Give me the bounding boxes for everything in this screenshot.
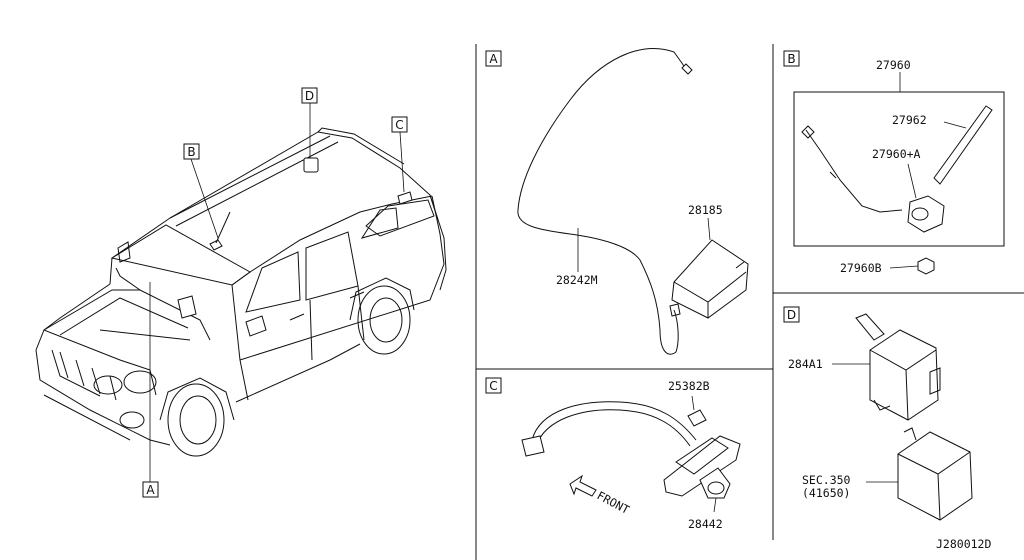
svg-text:C: C (489, 379, 497, 393)
label-28442: 28442 (688, 517, 723, 531)
label-284A1: 284A1 (788, 357, 823, 371)
diagram-code: J280012D (936, 537, 991, 551)
svg-text:B: B (787, 52, 795, 66)
label-28242M: 28242M (556, 273, 598, 287)
callout-B: B (183, 143, 219, 239)
label-27962: 27962 (892, 113, 927, 127)
svg-text:D: D (305, 89, 314, 103)
label-41650: (41650) (802, 486, 850, 500)
label-front: FRONT (595, 488, 632, 517)
svg-text:D: D (787, 308, 796, 322)
svg-text:A: A (146, 483, 155, 497)
label-27960-A: 27960+A (872, 147, 921, 161)
view-B: B 27960 27962 27960+A 27960B (783, 50, 1005, 275)
callout-D: D (301, 87, 318, 158)
view-A: A 28242M 28185 (485, 48, 749, 355)
label-27960: 27960 (876, 58, 911, 72)
label-sec350: SEC.350 (802, 473, 851, 487)
svg-text:A: A (489, 52, 498, 66)
label-27960B: 27960B (840, 261, 882, 275)
callout-A: A (142, 282, 159, 498)
callout-C: C (391, 116, 408, 193)
label-28185: 28185 (688, 203, 723, 217)
label-25382B: 25382B (668, 379, 710, 393)
vehicle-illustration (35, 127, 447, 457)
view-C: C 25382B 28442 FRONT (485, 377, 741, 531)
view-D: D 284A1 SEC.350 (41650) (783, 306, 973, 521)
panel-dividers (475, 44, 1024, 560)
svg-text:C: C (395, 118, 403, 132)
svg-text:B: B (187, 145, 195, 159)
